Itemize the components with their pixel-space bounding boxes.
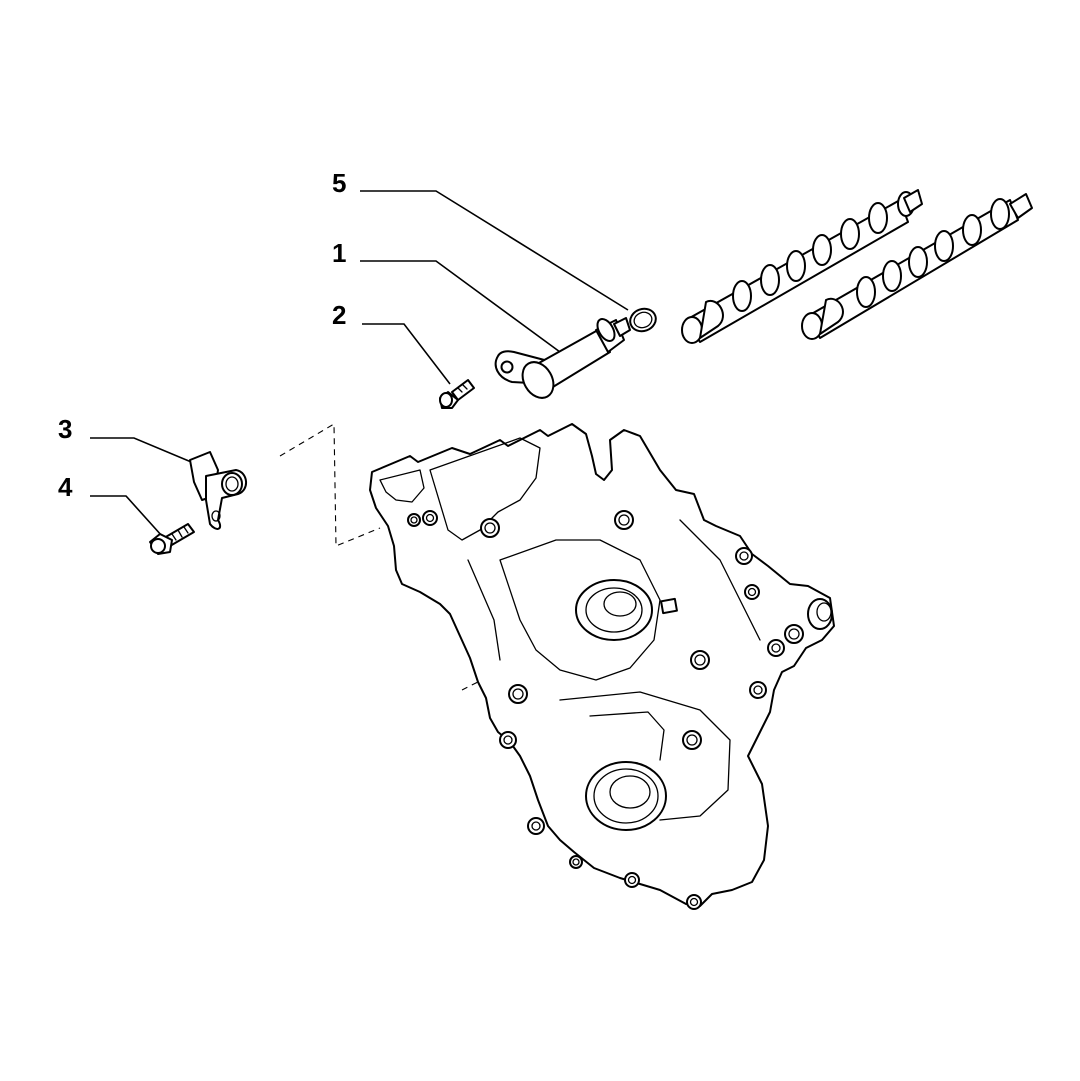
callout-2-leader xyxy=(362,323,451,385)
screw-2-part xyxy=(439,379,475,409)
camshaft-lower-part xyxy=(801,193,1033,340)
callout-1-label: 1 xyxy=(332,238,346,268)
bolt-4-part xyxy=(149,523,195,555)
o-ring-part xyxy=(629,307,657,333)
callout-3-leader xyxy=(90,437,197,465)
callout-1-leader xyxy=(360,260,561,353)
callout-4-leader xyxy=(90,495,163,537)
callout-3[interactable]: 3 xyxy=(58,414,197,465)
sensor-part xyxy=(494,317,631,399)
callout-2-label: 2 xyxy=(332,300,346,330)
callout-5[interactable]: 5 xyxy=(332,168,629,311)
callout-3-label: 3 xyxy=(58,414,72,444)
callout-1[interactable]: 1 xyxy=(332,238,561,353)
callout-5-leader xyxy=(360,190,629,311)
camshaft-upper-part xyxy=(681,189,923,344)
callout-4[interactable]: 4 xyxy=(58,472,163,537)
timing-cover-part xyxy=(369,423,835,910)
callout-2[interactable]: 2 xyxy=(332,300,451,385)
callout-5-label: 5 xyxy=(332,168,346,198)
bracket-sensor-part xyxy=(189,451,247,530)
callout-4-label: 4 xyxy=(58,472,73,502)
